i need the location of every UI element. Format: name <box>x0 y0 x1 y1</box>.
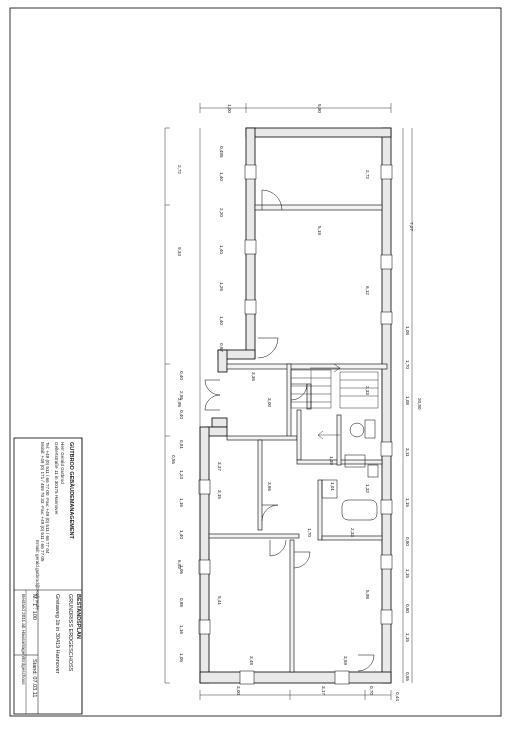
dim-room-9: 2,33 <box>350 528 355 537</box>
dim-room-6: 1,39 <box>329 456 334 465</box>
dim-left-inner-9: 0,40 <box>179 410 184 419</box>
dim-top-1: 5,90 <box>317 104 322 113</box>
dim-left-inner-15: 1,06 <box>179 565 184 574</box>
dim-room-8: 1,32 <box>365 484 370 493</box>
contact-mobile: Mobil: +49 (0) 171 / 489 70 33 ·Fax: +49… <box>40 442 45 562</box>
dim-left-inner-16: 0,88 <box>179 598 184 607</box>
dim-room-13: 5,98 <box>365 590 370 599</box>
dim-room-0: 2,72 <box>365 170 370 179</box>
dim-left-inner-0: 0,485 <box>219 146 224 158</box>
plan-location: Gretaweg 1b in 30419 Hannover <box>54 594 60 674</box>
dim-room-5: 2,33 <box>365 386 370 395</box>
dim-room-15: 3,48 <box>249 656 254 665</box>
plot-note: Bestand 2011 ab Hausanlagen/Erdgeschoss <box>21 594 26 685</box>
contact-person: Herr Gerald Gutbrod <box>60 442 65 484</box>
dim-right-outer-7: 0,80 <box>405 537 410 546</box>
dim-left-inner-2: 2,20 <box>219 208 224 217</box>
contact-tel: Tel: +49 (0) 511 / 66 77 00 ·Fax: +49 (0… <box>45 442 50 554</box>
dim-room-3: 3,36 <box>251 372 256 381</box>
dim-left-inner-7: 0,40 <box>179 371 184 380</box>
dim-room-17: 3,37 <box>217 462 222 471</box>
dim-room-11: 3,15 <box>217 490 222 499</box>
dim-top-0: 1,00 <box>227 104 232 113</box>
dim-left-inner-8: 2,55 <box>179 391 184 400</box>
dimension-lines <box>164 103 413 700</box>
dim-left-inner-11: 0,55 <box>171 455 176 464</box>
dim-left-inner-14: 1,40 <box>179 530 184 539</box>
dim-left-inner-3: 1,40 <box>219 245 224 254</box>
inner-walls <box>208 204 388 673</box>
dim-room-7: 1,01 <box>330 482 335 491</box>
plan-type: BESTANDSPLAN <box>75 594 81 639</box>
dim-left-inner-12: 1,24 <box>179 470 184 479</box>
dim-room-2: 6,12 <box>365 286 370 295</box>
dim-room-14: 5,41 <box>217 596 222 605</box>
dim-room-10: 3,86 <box>267 482 272 491</box>
dim-bottom-0: 3,00 <box>236 686 241 695</box>
dim-left-inner-6: 0,87 <box>219 343 224 352</box>
dim-left-inner-10: 0,81 <box>179 440 184 449</box>
company-name: GUTBROD GEBÄUDEMANAGEMENT <box>68 442 75 540</box>
shower <box>344 454 366 468</box>
plan-scale: M.: 1 : 100 <box>31 594 37 620</box>
dim-right-outer-5: 3,11 <box>405 448 410 457</box>
dim-left-inner-17: 1,16 <box>179 625 184 634</box>
sheet-border <box>9 7 502 717</box>
dim-right-outer-3: 1,08 <box>405 396 410 405</box>
wc <box>349 422 365 438</box>
plan-name: GRUNDRISS ERDGESCHOSS <box>67 594 73 672</box>
windows <box>198 164 393 685</box>
dim-room-12: 1,70 <box>307 528 312 537</box>
dim-left-inner-5: 1,40 <box>219 316 224 325</box>
plan-date: Stand: 07.03.11 <box>31 659 37 697</box>
dim-right-outer-8: 1,15 <box>405 569 410 578</box>
contact-address: Gellertstraße 11 in 30175 Hannover <box>54 442 59 515</box>
contact-email: Email: gerald.gutbrod@t-online.de <box>35 540 40 610</box>
stairs <box>290 363 379 440</box>
outer-walls <box>199 127 392 684</box>
dim-left-inner-18: 1,05 <box>179 653 184 662</box>
dim-bottom-1: 3,17 <box>321 686 326 695</box>
dim-left-outer-2: 2,95 <box>177 398 182 407</box>
dim-right-outer-10: 1,15 <box>405 633 410 642</box>
dim-bottom-2: 0,70 <box>369 686 374 695</box>
dim-right-outer-11: 0,55 <box>405 672 410 681</box>
storage <box>321 479 338 499</box>
dim-right-outer-9: 0,80 <box>405 604 410 613</box>
dim-right-outer-1: 1,08 <box>405 326 410 335</box>
dim-right-outer-2: 1,70 <box>405 360 410 369</box>
dim-left-outer-0: 2,72 <box>177 165 182 174</box>
washbasin <box>364 419 376 439</box>
sink <box>367 464 379 478</box>
dim-room-1: 5,19 <box>317 226 322 235</box>
dim-left-inner-4: 1,26 <box>219 282 224 291</box>
dim-right-outer-6: 1,15 <box>405 498 410 507</box>
dim-left-inner-13: 1,16 <box>179 498 184 507</box>
dim-right-outer-0: 7,27 <box>409 222 414 231</box>
dim-right-outer-12: 0,44 <box>395 692 400 701</box>
bathtub <box>341 499 378 521</box>
dim-room-16: 3,59 <box>343 656 348 665</box>
dim-room-4: 3,00 <box>267 398 272 407</box>
dimension-labels: 1,00 5,90 2,72 9,34 2,95 6,92 0,485 1,40… <box>171 104 422 701</box>
dim-right-outer-4: 20,80 <box>417 398 422 410</box>
title-block: GUTBROD GEBÄUDEMANAGEMENT Herr Gerald Gu… <box>13 437 83 715</box>
sanitary-fixtures <box>321 419 379 521</box>
dim-left-inner-1: 1,40 <box>219 172 224 181</box>
dim-left-outer-3: 6,92 <box>177 560 182 569</box>
dim-left-outer-1: 9,34 <box>177 247 182 256</box>
